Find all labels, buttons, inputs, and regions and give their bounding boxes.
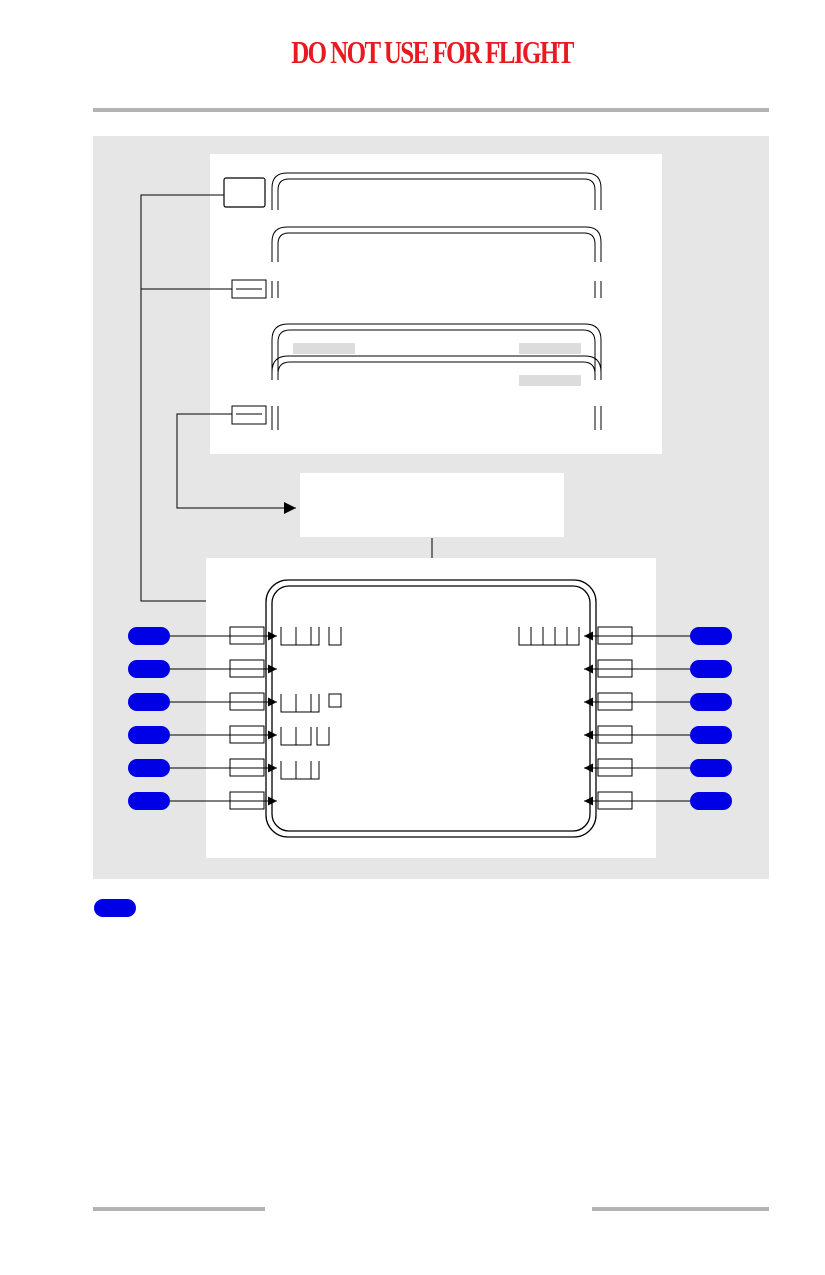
left-leader-lines (166, 631, 277, 806)
lower-display-panel (206, 558, 656, 858)
screen-data-fields (280, 627, 580, 780)
blue-oval-icon (94, 899, 136, 917)
processing-box (300, 473, 564, 537)
right-callout-ovals (690, 627, 732, 810)
header-rule (93, 108, 769, 112)
label-bar-right-1 (519, 343, 581, 354)
callout-oval-1l (128, 627, 170, 645)
callout-oval-6r (690, 792, 732, 810)
callout-oval-2l (128, 660, 170, 678)
label-bar-left (293, 343, 355, 354)
page-frame-1 (271, 172, 602, 210)
page-frame-2 (271, 226, 602, 298)
footer-rule-right (592, 1207, 769, 1211)
page-frame-3-stack (271, 323, 602, 430)
left-callout-ovals (128, 627, 170, 810)
callout-oval-1r (690, 627, 732, 645)
dash-key-lower (231, 405, 267, 425)
callout-oval-6l (128, 792, 170, 810)
callout-oval-2r (690, 660, 732, 678)
callout-oval-5r (690, 759, 732, 777)
top-page-key (223, 177, 266, 208)
upper-page-panel (210, 154, 662, 454)
callout-oval-5l (128, 759, 170, 777)
footer-rule-left (93, 1207, 265, 1211)
callout-oval-3l (128, 693, 170, 711)
right-leader-lines (584, 631, 692, 806)
label-bar-right-2 (519, 375, 581, 386)
callout-oval-4r (690, 726, 732, 744)
callout-oval-3r (690, 693, 732, 711)
cdu-screen (265, 579, 597, 838)
do-not-use-for-flight-banner: DO NOT USE FOR FLIGHT (291, 34, 574, 70)
callout-oval-4l (128, 726, 170, 744)
